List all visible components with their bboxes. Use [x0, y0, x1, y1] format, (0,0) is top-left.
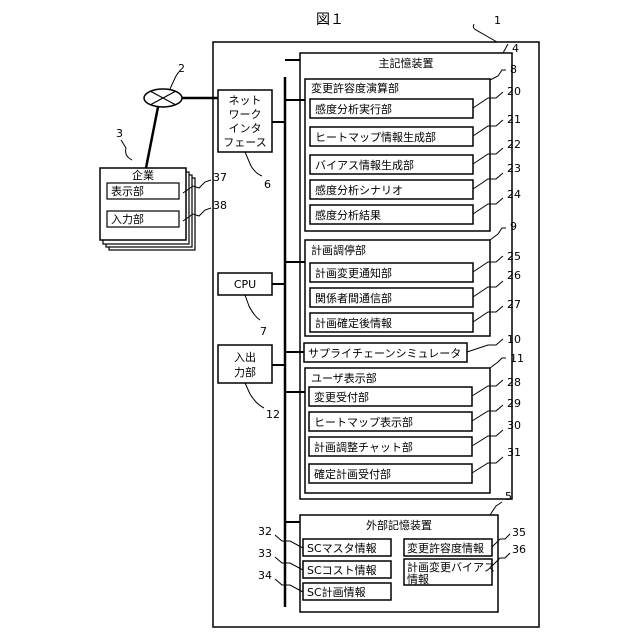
- ref-notify: 25: [507, 250, 521, 263]
- ref-stakeholder: 26: [507, 269, 521, 282]
- post-confirm-info-label: 計画確定後情報: [315, 316, 392, 330]
- ref-user-display: 11: [510, 352, 524, 365]
- sc-cost-info-label: SCコスト情報: [307, 564, 377, 577]
- ref-bias-gen: 22: [507, 138, 521, 151]
- company-title: 企業: [132, 168, 154, 182]
- heatmap-info-gen-label: ヒートマップ情報生成部: [315, 130, 436, 144]
- network-interface-label-1: ネット: [229, 94, 262, 107]
- main-storage-title: 主記憶装置: [379, 56, 434, 70]
- ref-result: 24: [507, 188, 521, 201]
- ref-heatmap-disp: 29: [507, 397, 521, 410]
- stakeholder-comm-label: 関係者間通信部: [315, 291, 392, 305]
- tolerance-info-label: 変更許容度情報: [407, 541, 484, 555]
- figure-title: 図１: [316, 12, 344, 28]
- ref-sc-plan: 34: [258, 569, 272, 582]
- ref-cpu: 7: [260, 325, 267, 338]
- ref-confirm-accept: 31: [507, 446, 521, 459]
- ref-heatmap-gen: 21: [507, 113, 521, 126]
- network-interface-label-4: フェース: [223, 136, 266, 149]
- ref-chat: 30: [507, 419, 521, 432]
- ref-network-interface: 6: [264, 178, 271, 191]
- ref-network: 2: [178, 62, 185, 75]
- ref-change-accept: 28: [507, 376, 521, 389]
- network-interface-label-2: ワーク: [229, 108, 262, 121]
- bias-info-label-2: 情報: [407, 573, 429, 586]
- heatmap-display-label: ヒートマップ表示部: [314, 415, 413, 429]
- plan-adjust-title: 計画調停部: [311, 243, 366, 257]
- sc-simulator-label: サプライチェーンシミュレータ: [308, 347, 461, 360]
- ref-sc-cost: 33: [258, 547, 272, 560]
- plan-change-notify-label: 計画変更通知部: [315, 266, 392, 280]
- ref-main-storage: 4: [512, 42, 519, 55]
- ref-bias-info: 36: [512, 543, 526, 556]
- ref-external-storage: 5: [505, 490, 512, 503]
- input-unit-label: 入力部: [111, 212, 144, 226]
- sensitivity-exec-label: 感度分析実行部: [315, 102, 392, 116]
- sensitivity-result-label: 感度分析結果: [315, 208, 381, 222]
- external-storage-title: 外部記憶装置: [366, 518, 432, 532]
- ref-plan-adjust: 9: [510, 220, 517, 233]
- display-unit-label: 表示部: [111, 184, 144, 198]
- ref-display-unit: 37: [213, 171, 227, 184]
- ref-system: 1: [494, 14, 501, 27]
- bias-info-gen-label: バイアス情報生成部: [315, 158, 414, 172]
- ref-sc-master: 32: [258, 525, 272, 538]
- ref-post-confirm: 27: [507, 298, 521, 311]
- user-display-title: ユーザ表示部: [311, 371, 377, 385]
- sc-master-info-label: SCマスタ情報: [307, 542, 377, 555]
- ref-company: 3: [116, 127, 123, 140]
- network-interface-label-3: インタ: [229, 122, 262, 135]
- plan-chat-label: 計画調整チャット部: [314, 440, 413, 454]
- ref-sensitivity-unit: 8: [510, 63, 517, 76]
- change-accept-label: 変更受付部: [314, 390, 369, 404]
- bias-info-label-1: 計画変更バイアス: [407, 560, 495, 574]
- ref-tolerance: 35: [512, 526, 526, 539]
- ref-scenario: 23: [507, 162, 521, 175]
- io-unit-label-2: 力部: [234, 365, 256, 379]
- confirmed-plan-accept-label: 確定計画受付部: [314, 467, 391, 481]
- sensitivity-scenario-label: 感度分析シナリオ: [315, 183, 403, 197]
- io-unit-label-1: 入出: [234, 350, 256, 364]
- sensitivity-unit-title: 変更許容度演算部: [311, 81, 399, 95]
- sc-plan-info-label: SC計画情報: [307, 585, 366, 599]
- ref-input-unit: 38: [213, 199, 227, 212]
- ref-io-unit: 12: [266, 408, 280, 421]
- cpu-label: CPU: [234, 278, 256, 291]
- ref-sc-simulator: 10: [507, 333, 521, 346]
- ref-sens-exec: 20: [507, 85, 521, 98]
